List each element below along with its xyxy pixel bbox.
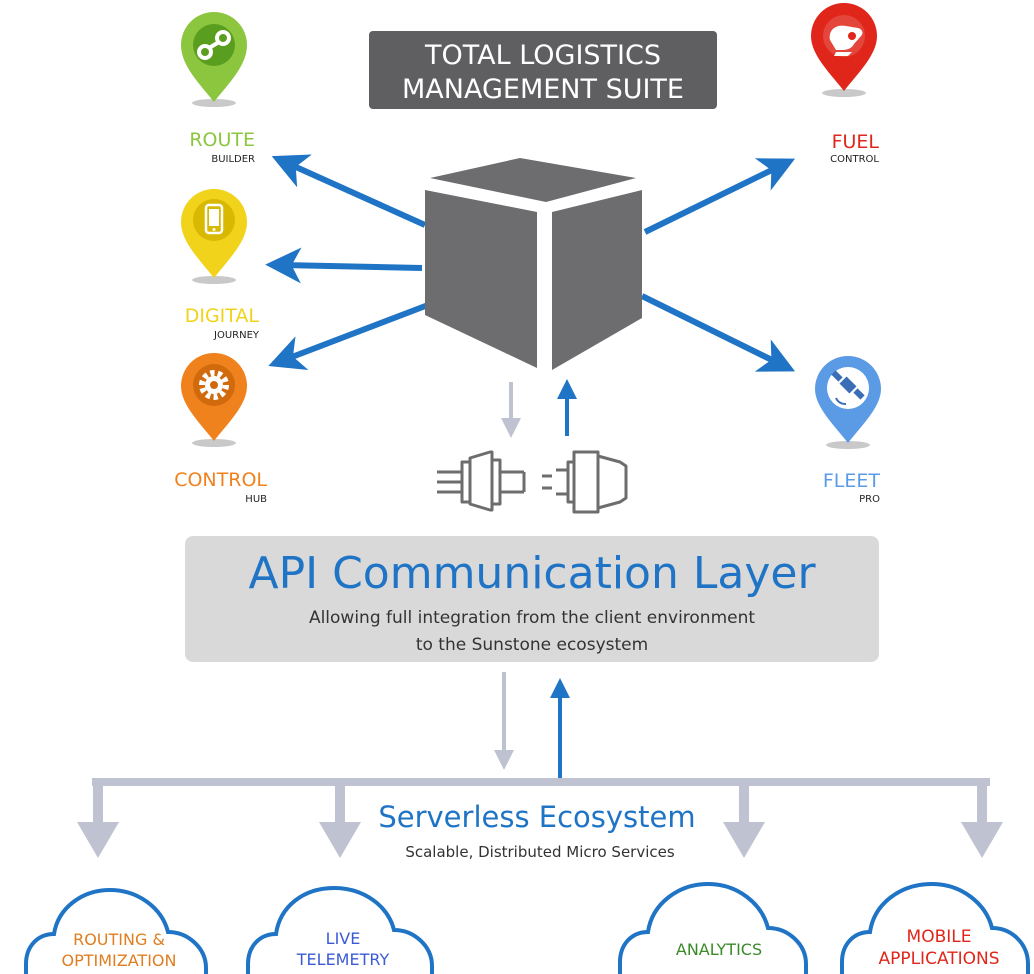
distribution-bar xyxy=(77,778,1003,858)
chain-link-icon xyxy=(197,30,231,60)
api-line1: Allowing full integration from the clien… xyxy=(309,608,755,628)
gear-icon xyxy=(199,370,229,400)
api-line2: to the Sunstone ecosystem xyxy=(416,635,648,655)
fuel-sub: CONTROL xyxy=(830,154,879,165)
plug-connector-icon xyxy=(437,450,628,514)
fuel-name: FUEL xyxy=(832,131,880,153)
arrow-to-fleet xyxy=(640,293,796,372)
module-control: CONTROL HUB xyxy=(174,353,267,505)
mobile-line2: APPLICATIONS xyxy=(878,949,999,969)
telemetry-line2: TELEMETRY xyxy=(296,950,390,969)
api-title: API Communication Layer xyxy=(248,548,816,599)
routing-line2: OPTIMIZATION xyxy=(62,951,177,970)
telemetry-line1: LIVE xyxy=(326,929,361,948)
core-cube xyxy=(425,158,642,370)
route-sub: BUILDER xyxy=(211,154,255,165)
control-sub: HUB xyxy=(245,494,267,505)
suite-title-line2: MANAGEMENT SUITE xyxy=(402,74,684,105)
cloud-telemetry: LIVE TELEMETRY xyxy=(246,885,434,974)
digital-sub: JOURNEY xyxy=(213,330,260,341)
module-fleet: FLEET PRO xyxy=(815,356,881,505)
ecosystem-subtitle: Scalable, Distributed Micro Services xyxy=(405,843,675,861)
suite-title-line1: TOTAL LOGISTICS xyxy=(424,40,661,71)
cloud-analytics: ANALYTICS xyxy=(618,881,808,974)
analytics-line1: ANALYTICS xyxy=(676,940,762,959)
arrow-to-route xyxy=(271,154,427,228)
ecosystem-title: Serverless Ecosystem xyxy=(378,800,695,834)
mobile-line1: MOBILE xyxy=(907,927,972,947)
arrow-to-digital xyxy=(265,247,423,284)
fleet-sub: PRO xyxy=(859,494,880,505)
arrow-to-fuel xyxy=(643,158,796,235)
digital-name: DIGITAL xyxy=(185,305,260,327)
module-fuel: FUEL CONTROL xyxy=(811,3,879,165)
suite-title-box: TOTAL LOGISTICS MANAGEMENT SUITE xyxy=(369,31,717,109)
control-name: CONTROL xyxy=(174,469,267,491)
module-digital: DIGITAL JOURNEY xyxy=(181,189,260,341)
routing-line1: ROUTING & xyxy=(73,930,165,949)
module-arrows xyxy=(265,154,796,372)
satellite-icon xyxy=(831,370,865,406)
cloud-routing: ROUTING & OPTIMIZATION xyxy=(24,887,208,974)
arrow-to-control xyxy=(268,302,430,370)
route-name: ROUTE xyxy=(189,129,255,151)
module-route: ROUTE BUILDER xyxy=(181,12,255,165)
fuel-pump-icon xyxy=(829,25,863,56)
cloud-mobile: MOBILE APPLICATIONS xyxy=(840,881,1030,974)
api-layer-box: API Communication Layer Allowing full in… xyxy=(185,536,879,662)
smartphone-icon xyxy=(204,203,224,235)
fleet-name: FLEET xyxy=(823,470,881,492)
